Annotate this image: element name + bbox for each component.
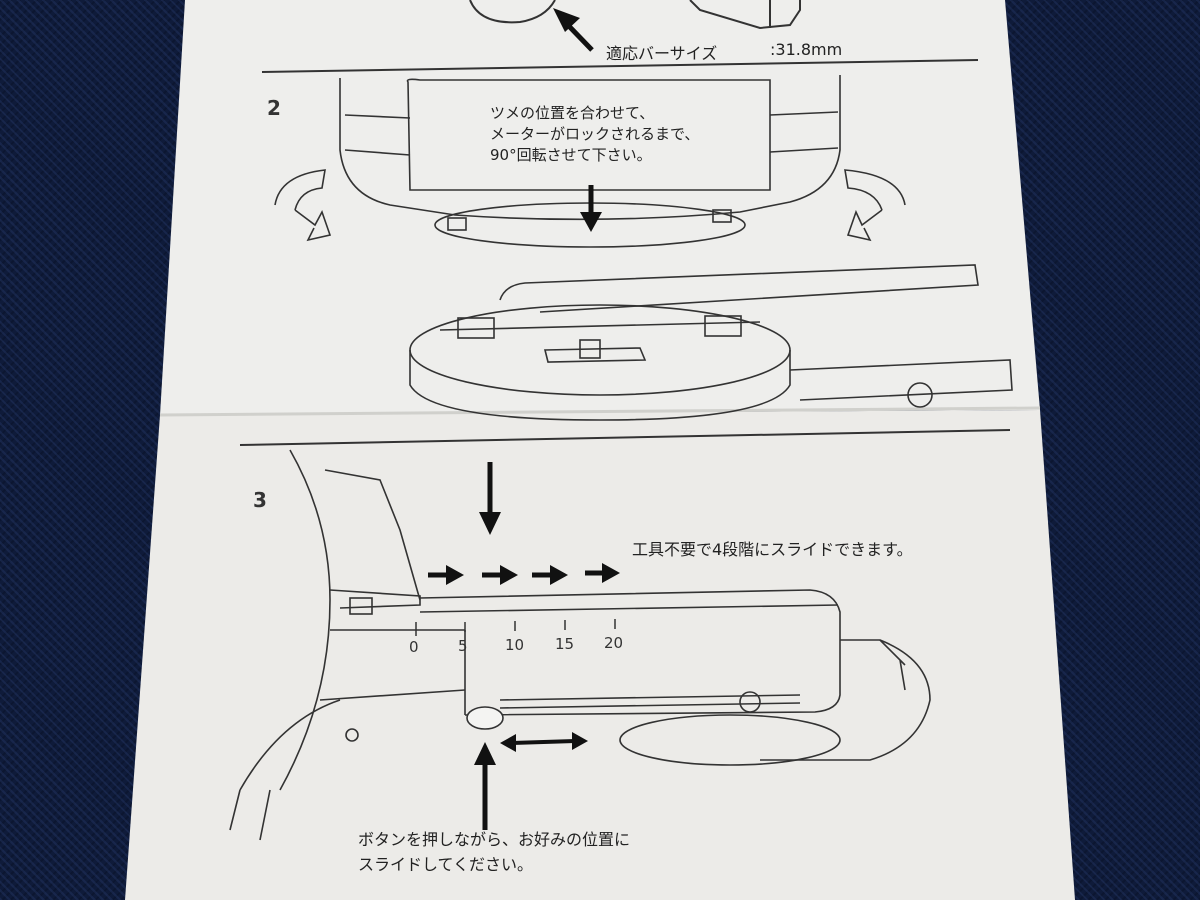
- paper-upper-panel: [160, 0, 1040, 415]
- meter-body-drawing: [339, 75, 841, 248]
- fold-crease: [159, 406, 1041, 417]
- step1-drawing: [469, 0, 801, 30]
- mount-drawing: [409, 264, 1013, 421]
- button-instruction-line-2: スライドしてください。: [358, 855, 534, 874]
- step2-number: 2: [267, 96, 281, 120]
- scale-ticks: [415, 619, 616, 636]
- scale-tick-15: 15: [555, 635, 575, 653]
- step2-instruction-line-1: ツメの位置を合わせて、: [490, 104, 655, 122]
- scale-tick-5: 5: [458, 637, 468, 655]
- bar-size-value: :31.8mm: [770, 40, 843, 59]
- slide-note: 工具不要で4段階にスライドできます。: [632, 540, 913, 559]
- slide-button-drawing: [466, 706, 504, 730]
- slide-right-arrows: [428, 563, 620, 585]
- button-instruction-line-1: ボタンを押しながら、お好みの位置に: [358, 830, 631, 849]
- rotate-arrow-left: [274, 169, 332, 242]
- double-arrow: [500, 732, 588, 752]
- divider-line-1: [261, 59, 979, 73]
- bar-size-label: 適応バーサイズ: [606, 44, 718, 63]
- divider-line-2: [239, 429, 1011, 446]
- step3-number: 3: [253, 488, 267, 512]
- step3-drawing: [229, 449, 931, 841]
- step3-down-arrow: [479, 462, 501, 535]
- step2-down-arrow: [580, 185, 602, 232]
- scale-tick-0: 0: [409, 638, 419, 656]
- step2-instruction-line-3: 90°回転させて下さい。: [490, 146, 652, 164]
- scale-tick-10: 10: [505, 636, 525, 654]
- button-up-arrow: [474, 742, 496, 830]
- rotate-arrow-right: [844, 169, 906, 242]
- step2-instruction-line-2: メーターがロックされるまで、: [490, 125, 700, 143]
- paper-lower-panel: [125, 410, 1075, 900]
- step1-arrow: [553, 8, 594, 52]
- scale-tick-20: 20: [604, 634, 624, 652]
